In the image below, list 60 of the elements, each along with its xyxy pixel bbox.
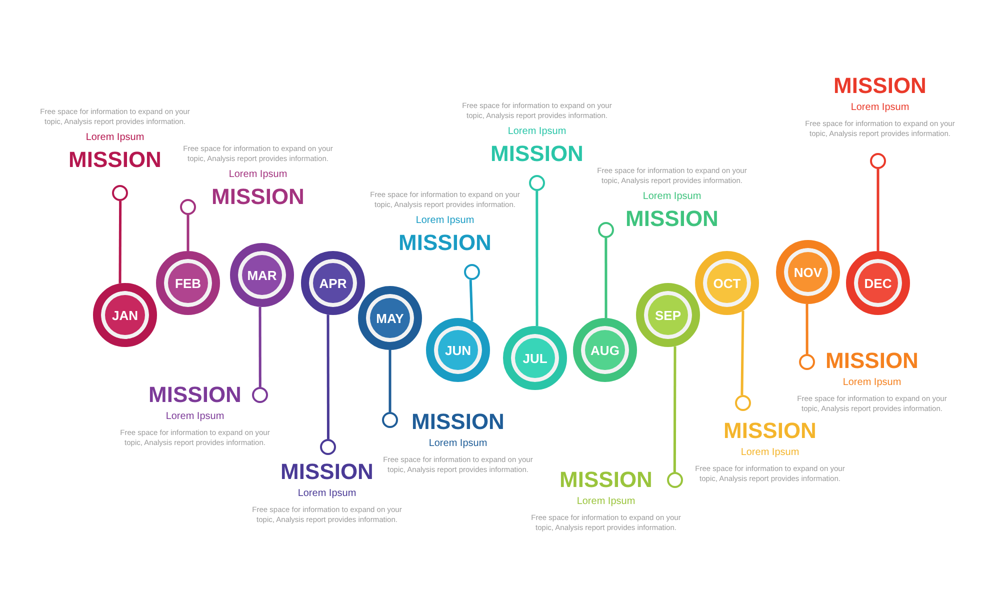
month-circle: JUN bbox=[426, 318, 490, 382]
month-circle: JAN bbox=[93, 283, 157, 347]
heading: MISSION bbox=[280, 460, 374, 484]
heading: MISSION bbox=[626, 207, 718, 231]
subheading: Lorem Ipsum bbox=[86, 132, 144, 144]
subheading: Lorem Ipsum bbox=[166, 411, 224, 423]
subheading: Lorem Ipsum bbox=[416, 215, 474, 227]
marker-circle bbox=[320, 439, 336, 455]
leader-line bbox=[876, 169, 880, 251]
leader-line bbox=[118, 200, 122, 284]
leader-line bbox=[258, 306, 262, 387]
marker-circle bbox=[870, 153, 886, 169]
marker-circle bbox=[464, 264, 480, 280]
month-circle: JUL bbox=[503, 326, 567, 390]
leader-line bbox=[604, 238, 608, 318]
month-circle: SEP bbox=[636, 283, 700, 347]
marker-circle bbox=[799, 354, 815, 370]
month-circle: OCT bbox=[695, 251, 759, 315]
heading: MISSION bbox=[724, 419, 816, 443]
heading: MISSION bbox=[398, 231, 492, 255]
heading: MISSION bbox=[834, 74, 926, 98]
heading: MISSION bbox=[212, 185, 304, 209]
leader-line bbox=[469, 280, 474, 322]
leader-line bbox=[388, 350, 392, 412]
heading: MISSION bbox=[68, 148, 162, 172]
subheading: Lorem Ipsum bbox=[228, 169, 288, 181]
marker-circle bbox=[180, 199, 196, 215]
month-circle: MAR bbox=[230, 243, 294, 307]
month-circle: APR bbox=[301, 251, 365, 315]
leader-line bbox=[326, 314, 330, 439]
marker-circle bbox=[252, 387, 268, 403]
leader-line bbox=[806, 304, 808, 354]
leader-line bbox=[186, 215, 190, 251]
subheading: Lorem Ipsum bbox=[740, 447, 800, 459]
month-circle: DEC bbox=[846, 251, 910, 315]
leader-line bbox=[673, 346, 676, 472]
subheading: Lorem Ipsum bbox=[850, 102, 910, 114]
subheading: Lorem Ipsum bbox=[298, 488, 356, 500]
marker-circle bbox=[735, 395, 751, 411]
marker-circle bbox=[382, 412, 398, 428]
month-circle: FEB bbox=[156, 251, 220, 315]
leader-line bbox=[740, 310, 744, 396]
subheading: Lorem Ipsum bbox=[428, 438, 488, 450]
month-circle: NOV bbox=[776, 240, 840, 304]
subheading: Lorem Ipsum bbox=[508, 126, 566, 138]
heading: MISSION bbox=[148, 383, 242, 407]
marker-circle bbox=[598, 222, 614, 238]
marker-circle bbox=[667, 472, 683, 488]
month-circle: AUG bbox=[573, 318, 637, 382]
month-circle: MAY bbox=[358, 286, 422, 350]
marker-circle bbox=[529, 175, 545, 191]
heading: MISSION bbox=[560, 468, 652, 492]
heading: MISSION bbox=[826, 349, 918, 373]
leader-line bbox=[536, 191, 538, 326]
heading: MISSION bbox=[490, 142, 584, 166]
subheading: Lorem Ipsum bbox=[842, 377, 902, 389]
heading: MISSION bbox=[412, 410, 504, 434]
subheading: Lorem Ipsum bbox=[642, 191, 702, 203]
subheading: Lorem Ipsum bbox=[576, 496, 636, 508]
marker-circle bbox=[112, 185, 128, 201]
